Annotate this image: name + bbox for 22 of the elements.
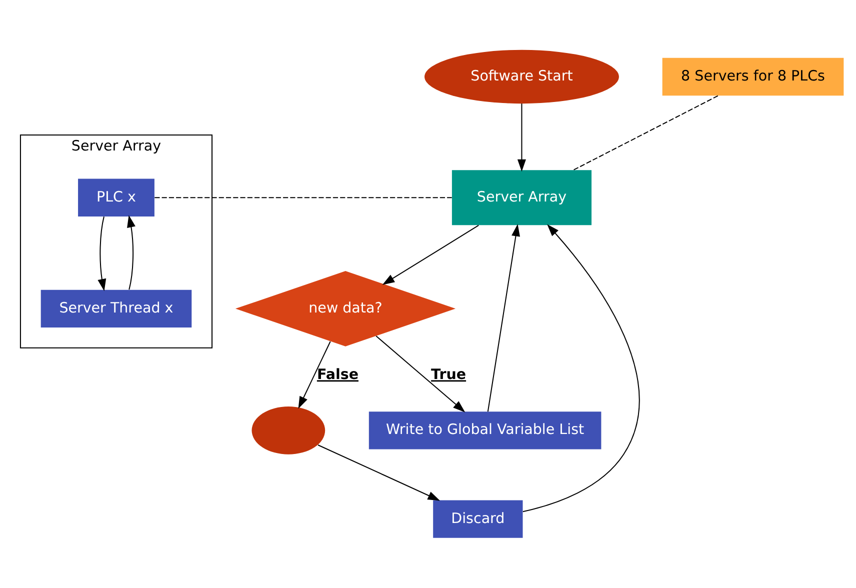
arrow [376,336,466,412]
connector [573,95,718,170]
arrow [522,224,640,512]
arrow [318,444,440,501]
node-box: 8 Servers for 8 PLCs [662,58,844,96]
edge-label: False [316,367,358,384]
node-box: Server Thread x [40,290,192,328]
edge-label: True [431,367,466,384]
arrow [98,216,106,292]
node-box: Server Array [452,170,592,226]
node-box: Discard [433,500,523,538]
node-box: PLC x [78,178,154,216]
arrow [487,224,520,412]
node-diamond: new data? [235,271,456,346]
arrow [127,215,136,290]
arrow [298,341,331,409]
arrow [517,104,526,172]
connector [154,197,452,198]
arrow [382,224,479,285]
node-ellipse: Software Start [424,50,619,104]
node-box: Write to Global Variable List [368,412,602,450]
node-ellipse [252,406,326,454]
